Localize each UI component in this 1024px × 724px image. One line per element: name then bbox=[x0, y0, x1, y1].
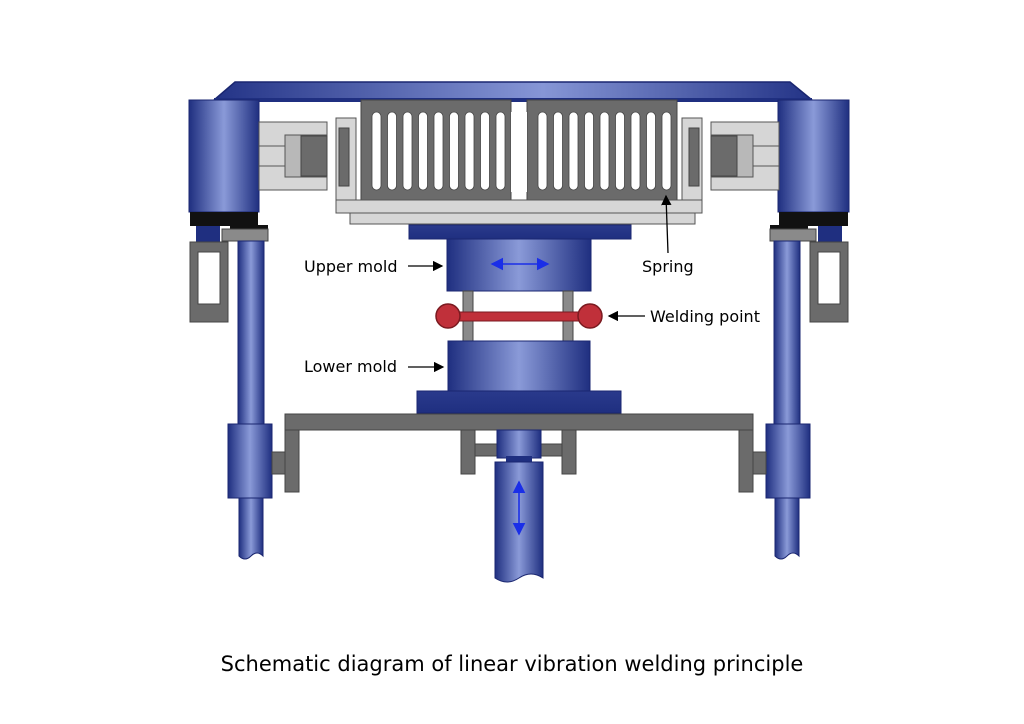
spring-slot bbox=[630, 111, 641, 191]
spring-slot bbox=[495, 111, 506, 191]
label-upper-mold: Upper mold bbox=[304, 257, 444, 276]
spring-slot bbox=[464, 111, 475, 191]
left-magnet-assembly bbox=[258, 117, 357, 201]
lower-mold bbox=[416, 340, 622, 414]
upper-mold bbox=[408, 224, 632, 292]
spring-slot bbox=[387, 111, 397, 191]
spring-slot bbox=[615, 111, 625, 191]
spring-slot bbox=[646, 111, 656, 191]
spring-base-plate bbox=[335, 199, 703, 225]
svg-text:Spring: Spring bbox=[642, 257, 694, 276]
spring-slot bbox=[568, 111, 579, 191]
spring-slot bbox=[537, 111, 548, 191]
spring-slot bbox=[418, 111, 428, 191]
label-lower-mold: Lower mold bbox=[304, 357, 445, 376]
spring-slot bbox=[584, 111, 594, 191]
lift-cylinder bbox=[494, 429, 544, 583]
workpiece bbox=[435, 290, 603, 342]
svg-text:Upper mold: Upper mold bbox=[304, 257, 398, 276]
spring-slot bbox=[402, 111, 413, 191]
spring-slot bbox=[480, 111, 490, 191]
right-support-block bbox=[777, 99, 850, 226]
left-guide-column bbox=[189, 225, 286, 560]
spring-slot bbox=[433, 111, 444, 191]
left-support-block bbox=[188, 99, 260, 226]
spring-slot bbox=[371, 111, 382, 191]
diagram-caption: Schematic diagram of linear vibration we… bbox=[221, 652, 804, 676]
top-bridge bbox=[211, 81, 815, 102]
spring-assembly bbox=[360, 99, 678, 201]
right-magnet-assembly bbox=[681, 117, 780, 201]
label-welding-point: Welding point bbox=[607, 307, 760, 326]
label-spring: Spring bbox=[642, 194, 694, 276]
spring-slot bbox=[449, 111, 459, 191]
spring-slot bbox=[661, 111, 672, 191]
spring-slot bbox=[599, 111, 610, 191]
svg-text:Welding point: Welding point bbox=[650, 307, 760, 326]
right-guide-column bbox=[752, 225, 849, 560]
svg-text:Lower mold: Lower mold bbox=[304, 357, 397, 376]
spring-slot bbox=[553, 111, 563, 191]
